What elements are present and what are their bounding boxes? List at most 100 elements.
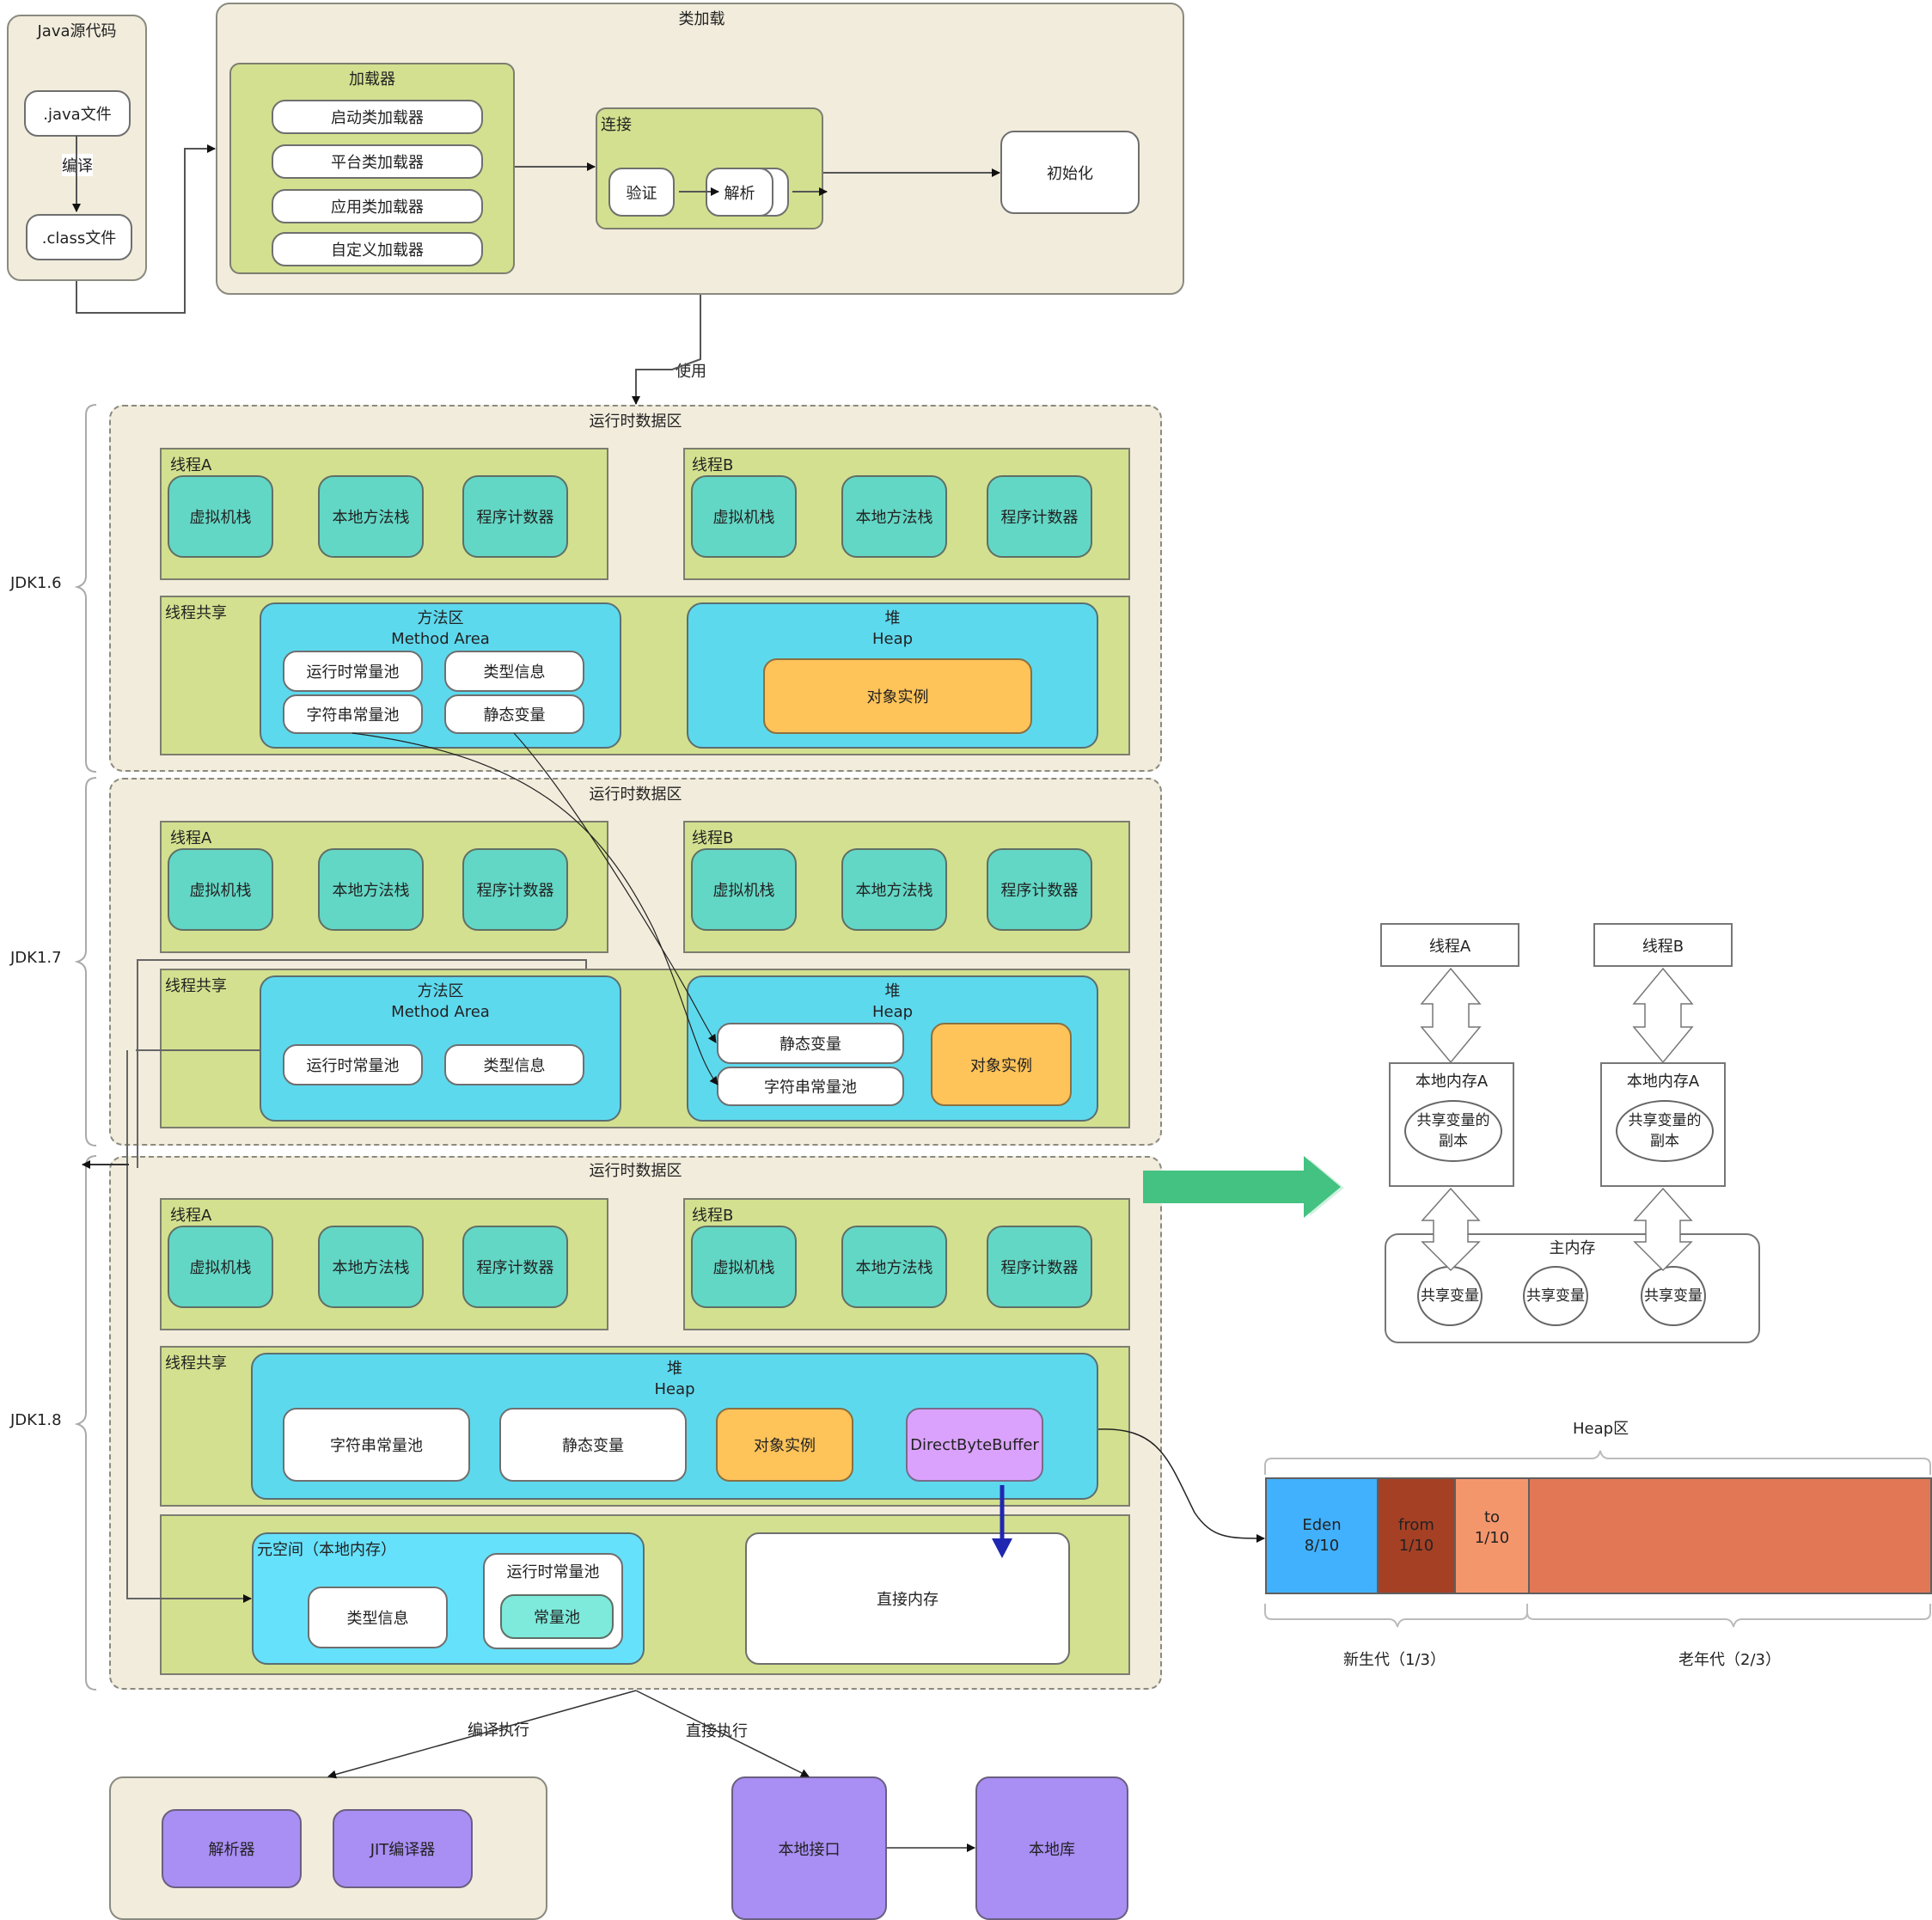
bootstrap-loader[interactable]: 启动类加载器 — [272, 100, 483, 134]
native-method-stack[interactable]: 本地方法栈 — [318, 848, 424, 931]
shared-var-copy-a: 共享变量的副本 — [1404, 1100, 1502, 1162]
native-method-stack[interactable]: 本地方法栈 — [841, 1226, 947, 1308]
static-variables[interactable]: 静态变量 — [444, 694, 584, 734]
resolve-step[interactable]: 解析 — [706, 168, 773, 217]
jdk16-label: JDK1.6 — [10, 574, 62, 592]
vm-stack[interactable]: 虚拟机栈 — [168, 848, 273, 931]
program-counter-label: 程序计数器 — [1000, 1259, 1079, 1277]
native-method-stack[interactable]: 本地方法栈 — [318, 1226, 424, 1308]
native-method-stack-label: 本地方法栈 — [855, 882, 933, 900]
runtime-constant-pool[interactable]: 运行时常量池 — [283, 1044, 423, 1085]
thread-b-jdk16: 线程B 虚拟机栈 本地方法栈 程序计数器 — [683, 448, 1130, 580]
method-area-subtitle: Method Area — [391, 630, 490, 648]
vm-stack[interactable]: 虚拟机栈 — [168, 1226, 273, 1308]
big-green-arrow — [1143, 1156, 1341, 1218]
jdk18-label: JDK1.8 — [10, 1411, 62, 1429]
double-arrow-thread-b — [1632, 967, 1694, 1064]
native-library-label: 本地库 — [1029, 1840, 1075, 1859]
static-variables-label: 静态变量 — [562, 1437, 624, 1455]
custom-loader[interactable]: 自定义加载器 — [272, 232, 483, 266]
jmm-thread-a[interactable]: 线程A — [1380, 923, 1519, 967]
static-variables[interactable]: 静态变量 — [499, 1408, 687, 1482]
program-counter[interactable]: 程序计数器 — [987, 475, 1092, 558]
heap-segment-old[interactable] — [1530, 1479, 1930, 1593]
method-area-title: 方法区 — [417, 982, 464, 1000]
heap-subtitle: Heap — [871, 1003, 914, 1021]
program-counter-label: 程序计数器 — [476, 882, 554, 900]
native-library[interactable]: 本地库 — [975, 1776, 1128, 1920]
local-memory-b-label: 本地内存A — [1626, 1073, 1700, 1091]
object-instance[interactable]: 对象实例 — [716, 1408, 853, 1482]
linking-title: 连接 — [601, 116, 632, 134]
object-instance[interactable]: 对象实例 — [931, 1023, 1072, 1106]
local-memory-b[interactable]: 本地内存A 共享变量的副本 — [1600, 1062, 1726, 1187]
string-constant-pool-label: 字符串常量池 — [306, 706, 400, 725]
type-info[interactable]: 类型信息 — [308, 1587, 448, 1648]
native-method-stack[interactable]: 本地方法栈 — [841, 475, 947, 558]
thread-a-title: 线程A — [170, 456, 212, 474]
native-method-stack-label: 本地方法栈 — [855, 1259, 933, 1277]
vm-stack[interactable]: 虚拟机栈 — [691, 848, 797, 931]
object-instance[interactable]: 对象实例 — [763, 658, 1032, 734]
vm-stack-label: 虚拟机栈 — [712, 509, 775, 527]
native-method-stack[interactable]: 本地方法栈 — [318, 475, 424, 558]
thread-a-jdk16: 线程A 虚拟机栈 本地方法栈 程序计数器 — [160, 448, 608, 580]
compile-exec-label: 编译执行 — [468, 1718, 529, 1740]
direct-memory[interactable]: 直接内存 — [745, 1532, 1070, 1665]
runtime-constant-pool[interactable]: 运行时常量池 常量池 — [483, 1553, 623, 1649]
app-loader[interactable]: 应用类加载器 — [272, 189, 483, 223]
static-variables-label: 静态变量 — [483, 706, 546, 725]
local-memory-a[interactable]: 本地内存A 共享变量的副本 — [1389, 1062, 1514, 1187]
jit-compiler[interactable]: JIT编译器 — [333, 1809, 473, 1888]
type-info[interactable]: 类型信息 — [444, 1044, 584, 1085]
program-counter[interactable]: 程序计数器 — [462, 475, 568, 558]
local-memory-a-label: 本地内存A — [1415, 1073, 1489, 1091]
jit-compiler-label: JIT编译器 — [370, 1841, 436, 1859]
static-variables[interactable]: 静态变量 — [717, 1023, 904, 1064]
heap-title: 堆 — [884, 609, 901, 627]
vm-stack[interactable]: 虚拟机栈 — [691, 475, 797, 558]
init-node[interactable]: 初始化 — [1000, 131, 1140, 214]
constant-pool-label: 常量池 — [534, 1609, 580, 1627]
class-file-node[interactable]: .class文件 — [26, 214, 132, 260]
string-constant-pool[interactable]: 字符串常量池 — [283, 1408, 470, 1482]
native-interface[interactable]: 本地接口 — [731, 1776, 887, 1920]
shared-variable-label: 共享变量 — [1644, 1287, 1703, 1305]
shared-variable-label: 共享变量 — [1421, 1287, 1479, 1305]
program-counter[interactable]: 程序计数器 — [462, 848, 568, 931]
thread-b-title: 线程B — [692, 456, 734, 474]
thread-b-jdk18: 线程B 虚拟机栈 本地方法栈 程序计数器 — [683, 1198, 1130, 1330]
native-method-stack-label: 本地方法栈 — [332, 1259, 410, 1277]
interpreter[interactable]: 解析器 — [162, 1809, 302, 1888]
java-file-node[interactable]: .java文件 — [24, 90, 131, 137]
string-constant-pool[interactable]: 字符串常量池 — [283, 694, 423, 734]
program-counter[interactable]: 程序计数器 — [987, 1226, 1092, 1308]
linking-panel: 连接 验证 准备 解析 — [596, 107, 823, 229]
thread-a-jdk17: 线程A 虚拟机栈 本地方法栈 程序计数器 — [160, 821, 608, 953]
native-method-stack-label: 本地方法栈 — [332, 509, 410, 527]
direct-byte-buffer[interactable]: DirectByteBuffer — [906, 1408, 1043, 1482]
main-memory[interactable]: 主内存 共享变量 共享变量 共享变量 — [1385, 1233, 1760, 1343]
old-gen-brace — [1526, 1604, 1931, 1628]
runtime-constant-pool[interactable]: 运行时常量池 — [283, 651, 423, 692]
platform-loader[interactable]: 平台类加载器 — [272, 144, 483, 179]
type-info[interactable]: 类型信息 — [444, 651, 584, 692]
java-file-label: .java文件 — [43, 106, 112, 124]
native-method-stack[interactable]: 本地方法栈 — [841, 848, 947, 931]
jmm-thread-b[interactable]: 线程B — [1593, 923, 1733, 967]
program-counter[interactable]: 程序计数器 — [987, 848, 1092, 931]
vm-stack[interactable]: 虚拟机栈 — [168, 475, 273, 558]
from-ratio: 1/10 — [1398, 1537, 1434, 1555]
string-constant-pool[interactable]: 字符串常量池 — [717, 1067, 904, 1106]
thread-a-title: 线程A — [170, 1207, 212, 1225]
vm-stack[interactable]: 虚拟机栈 — [691, 1226, 797, 1308]
thread-a-title: 线程A — [170, 829, 212, 847]
constant-pool[interactable]: 常量池 — [500, 1594, 614, 1639]
java-source-panel: Java源代码 .java文件 编译 .class文件 — [7, 15, 147, 281]
shared-title: 线程共享 — [165, 1354, 227, 1373]
verify-step[interactable]: 验证 — [608, 168, 675, 217]
program-counter[interactable]: 程序计数器 — [462, 1226, 568, 1308]
